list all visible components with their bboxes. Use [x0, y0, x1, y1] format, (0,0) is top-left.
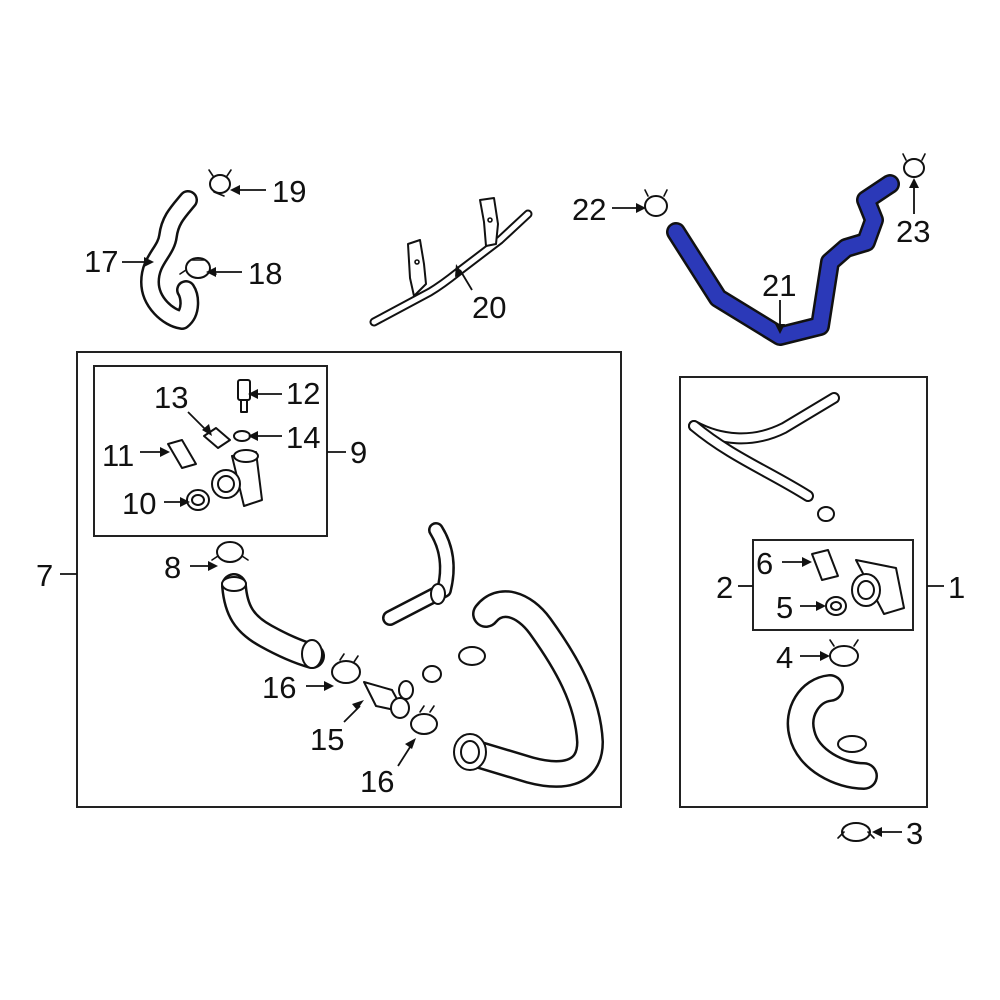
clamp-3 — [837, 822, 875, 842]
leader-lines — [60, 178, 944, 837]
callout-5: 5 — [776, 590, 793, 625]
hose-17 — [140, 190, 200, 330]
callout-4: 4 — [776, 640, 793, 675]
o-ring-14 — [233, 430, 251, 442]
clamp-23 — [902, 153, 926, 178]
callout-15: 15 — [310, 722, 344, 757]
clamp-16-lower — [410, 705, 438, 735]
callout-labels: 19 17 18 20 22 21 23 13 12 14 9 11 10 7 … — [36, 174, 965, 851]
group-box-9 — [93, 365, 328, 537]
group-box-7 — [76, 351, 622, 808]
callout-20: 20 — [472, 290, 506, 325]
callout-6: 6 — [756, 546, 773, 581]
housing-2 — [851, 559, 905, 615]
clamp-small-a — [422, 665, 442, 683]
group-box-1 — [679, 376, 928, 808]
hose-21-highlighted — [666, 174, 900, 346]
callout-16-lower: 16 — [360, 764, 394, 799]
pipe-connector-7 — [382, 522, 455, 626]
callout-7: 7 — [36, 558, 53, 593]
pipe-upper-1 — [688, 392, 840, 522]
group-box-2 — [752, 539, 914, 631]
clamp-8 — [211, 541, 249, 563]
callout-18: 18 — [248, 256, 282, 291]
callout-8: 8 — [164, 550, 181, 585]
callout-16-upper: 16 — [262, 670, 296, 705]
clip-11 — [167, 439, 197, 469]
callout-21: 21 — [762, 268, 796, 303]
callout-14: 14 — [286, 420, 320, 455]
hose-large-7 — [453, 590, 604, 788]
callout-2: 2 — [716, 570, 733, 605]
callout-12: 12 — [286, 376, 320, 411]
hose-lower-1 — [786, 674, 878, 790]
callout-3: 3 — [906, 816, 923, 851]
callout-22: 22 — [572, 192, 606, 227]
clip-6 — [811, 549, 839, 581]
clamp-18 — [179, 257, 217, 279]
clamp-22 — [644, 189, 668, 217]
sensor-12 — [237, 379, 251, 413]
callout-9: 9 — [350, 435, 367, 470]
clamp-19 — [208, 169, 232, 197]
clamp-small-b — [458, 646, 486, 666]
callout-23: 23 — [896, 214, 930, 249]
callout-10: 10 — [122, 486, 156, 521]
hose-left-7 — [221, 573, 325, 669]
clamp-16-upper — [331, 653, 361, 684]
clamp-4 — [829, 639, 859, 667]
callout-1: 1 — [948, 570, 965, 605]
callout-17: 17 — [84, 244, 118, 279]
housing-9 — [211, 449, 263, 507]
callout-19: 19 — [272, 174, 306, 209]
hose-21-fill — [668, 176, 898, 344]
callout-11: 11 — [102, 438, 134, 473]
tee-15 — [363, 680, 414, 719]
o-ring-10 — [186, 489, 210, 511]
o-ring-5 — [825, 596, 847, 616]
callout-13: 13 — [154, 380, 188, 415]
